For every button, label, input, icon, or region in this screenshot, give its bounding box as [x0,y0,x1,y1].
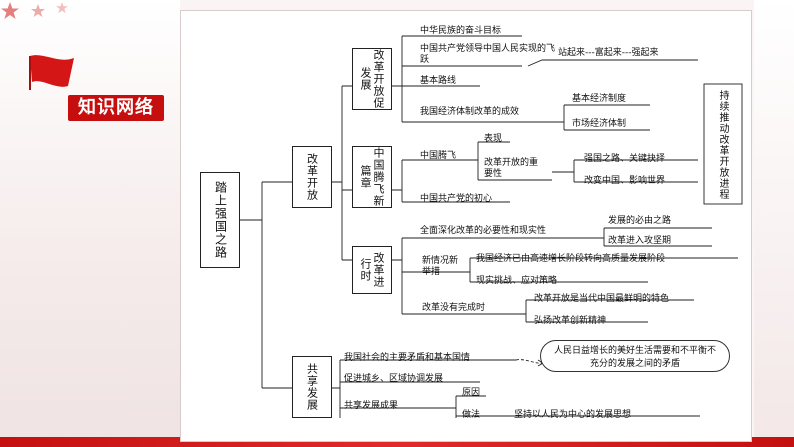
gxfz-contradiction-bubble: 人民日益增长的美好生活需要和不平衡不充分的发展之间的矛盾 [540,340,730,372]
zgtf-item-6: 中国共产党的初心 [420,194,493,204]
gxfz-item-5: 原因 [462,388,481,398]
star-decoration [1,2,68,19]
side-box-label: 持续推动改革开放进程 [717,90,728,200]
gjxs-item-9: 弘扬改革创新精神 [534,316,607,326]
gkcf-item-4: 基本路线 [420,76,457,86]
zgtf-item-2: 表现 [484,134,503,144]
zgtf-item-1: 中国腾飞 [420,151,457,161]
gjxs-item-8: 改革开放是当代中国最鲜明的特色 [534,294,670,304]
zgtf-item-4: 强国之路、关键抉择 [584,154,666,164]
gjxs-item-2: 发展的必由之路 [608,216,672,226]
branch-reform: 改革开放 [292,146,332,208]
bottom-red-bar [0,437,794,447]
red-flag-icon [29,55,74,90]
connector-lines [240,35,743,418]
sub-china-rise: 中国腾飞新篇章 [352,146,392,208]
left-background: 知识网络 [0,0,180,447]
sub-reform-development: 改革开放促发展 [352,48,392,110]
gkcf-item-7: 市场经济体制 [572,119,627,129]
gjxs-item-3: 改革进入攻坚期 [608,236,672,246]
gjxs-item-7: 改革没有完成时 [422,303,486,313]
gxfz-item-7: 坚持以人民为中心的发展思想 [514,410,632,420]
gxfz-item-6: 做法 [462,410,481,420]
gjxs-item-4: 新情况新举措 [422,256,459,277]
gkcf-item-1: 中华民族的奋斗目标 [420,26,502,36]
gkcf-item-5: 我国经济体制改革的成效 [420,107,520,117]
gkcf-item-2: 中国共产党领导中国人民实现的飞跃 [420,44,556,65]
gjxs-item-5: 我国经济已由高速增长阶段转向高质量发展阶段 [476,254,666,264]
gjxs-item-1: 全面深化改革的必要性和现实性 [420,226,547,236]
gkcf-item-6: 基本经济制度 [572,94,627,104]
gxfz-item-1: 我国社会的主要矛盾和基本国情 [344,353,471,363]
zgtf-item-5: 改变中国、影响世界 [584,176,666,186]
gkcf-item-3: 站起来---富起来---强起来 [558,48,659,58]
branch-share: 共享发展 [292,356,332,418]
zgtf-item-3: 改革开放的重要性 [484,158,539,179]
sub-reform-ongoing: 改革进行时 [352,246,392,294]
right-background [754,0,794,447]
gxfz-item-3: 促进城乡、区域协调发展 [344,374,444,384]
gjxs-item-6: 现实挑战、应对策略 [476,276,558,286]
root-node: 踏上强国之路 [200,172,240,268]
knowledge-network-badge: 知识网络 [68,95,164,121]
gxfz-item-4: 共享发展成果 [344,401,399,411]
